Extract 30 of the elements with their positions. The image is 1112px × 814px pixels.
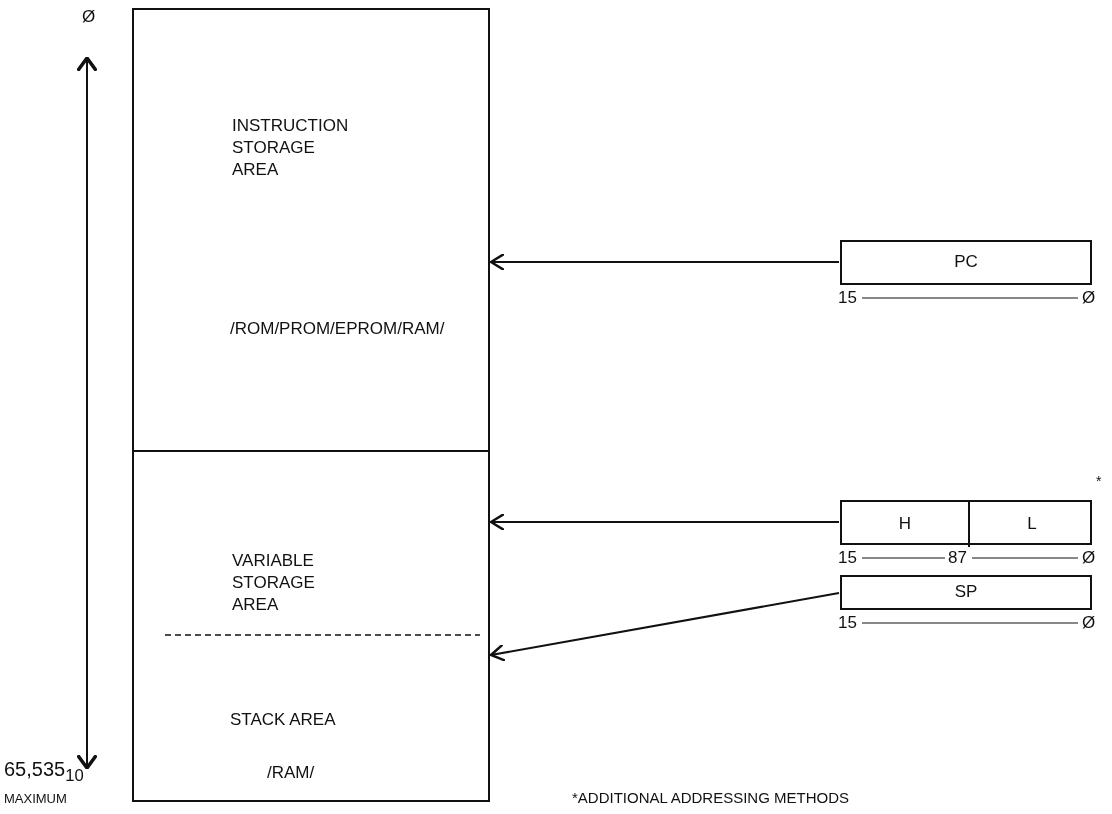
memory-section [132, 450, 490, 635]
arrow [489, 252, 840, 272]
address-caption: MAXIMUM [4, 792, 67, 807]
memory-section [132, 8, 490, 452]
register-name: SP [953, 581, 979, 604]
memory-section [132, 635, 490, 802]
bit-number: Ø [1082, 289, 1096, 306]
register-name: L [1026, 513, 1038, 536]
bit-number: 15 [838, 614, 857, 631]
address-value: 65,535$_{10}$ [4, 758, 84, 786]
area-label: STACK AREA [230, 709, 336, 731]
bit-number: Ø [1082, 549, 1096, 566]
arrow [489, 592, 840, 662]
area-label: /RAM/ [267, 762, 315, 784]
footnote-mark: * [1096, 474, 1102, 490]
register-box [840, 500, 1092, 545]
arrow [489, 512, 840, 532]
footnote: *ADDITIONAL ADDRESSING METHODS [572, 790, 849, 807]
bit-number: 15 [838, 549, 857, 566]
top-mark: Ø [82, 8, 96, 27]
bit-number: Ø [1082, 614, 1096, 631]
area-label: /ROM/PROM/EPROM/RAM/ [230, 318, 445, 340]
register-name: PC [953, 251, 979, 274]
bit-number: 87 [948, 549, 967, 566]
register-box [840, 575, 1092, 610]
register-box [840, 240, 1092, 285]
register-name: H [897, 513, 913, 536]
area-label: VARIABLE STORAGE AREA [232, 550, 315, 617]
area-label: INSTRUCTION STORAGE AREA [232, 115, 349, 182]
bit-number: 15 [838, 289, 857, 306]
